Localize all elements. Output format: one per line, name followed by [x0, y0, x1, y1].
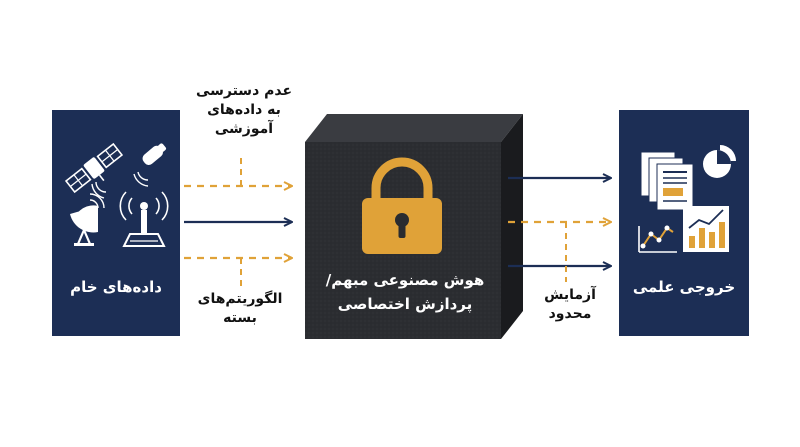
raw-data-label: داده‌های خام: [70, 278, 162, 296]
no-training-data-line3: آموزشی: [214, 121, 274, 137]
bar-chart-icon: [683, 206, 729, 252]
lock-icon: [362, 157, 442, 254]
closed-algorithms-label: الگوریتم‌های بسته: [190, 290, 290, 328]
closed-algorithms-line1: الگوریتم‌های: [197, 291, 283, 307]
no-training-data-line2: به داده‌های: [207, 102, 281, 118]
telescope-icon: [142, 143, 167, 165]
no-training-data-label: عدم دسترسی به داده‌های آموزشی: [188, 82, 300, 139]
right-arrows: [508, 178, 611, 282]
pie-chart-icon: [703, 145, 736, 178]
antenna-icon: [119, 191, 169, 221]
limited-testing-line1: آزمایش: [544, 287, 596, 303]
raw-data-panel: داده‌های خام: [52, 110, 180, 336]
satellite-icon: [64, 142, 124, 194]
closed-algorithms-line2: بسته: [223, 310, 257, 326]
joystick-icon: [122, 210, 166, 247]
limited-testing-line2: محدود: [548, 306, 592, 322]
radio-dish-icon: [70, 193, 105, 246]
line-chart-icon: [638, 225, 677, 253]
black-box-cube: [305, 114, 523, 339]
output-icons: [638, 145, 736, 253]
raw-data-icons: [64, 142, 169, 247]
cube-side-face: [501, 114, 523, 339]
cube-top-face: [305, 114, 523, 142]
black-box-label-line2: پردازش اختصاصی: [337, 295, 473, 313]
scientific-output-panel: خروجی علمی: [619, 110, 749, 336]
left-arrows: [184, 158, 292, 286]
black-box-label: هوش مصنوعی مبهم/ پردازش اختصاصی: [300, 268, 510, 316]
black-box-label-line1: هوش مصنوعی مبهم/: [325, 271, 485, 289]
limited-testing-label: آزمایش محدود: [530, 286, 610, 324]
no-training-data-line1: عدم دسترسی: [195, 83, 293, 99]
scientific-output-label: خروجی علمی: [632, 278, 736, 296]
documents-icon: [640, 151, 694, 211]
